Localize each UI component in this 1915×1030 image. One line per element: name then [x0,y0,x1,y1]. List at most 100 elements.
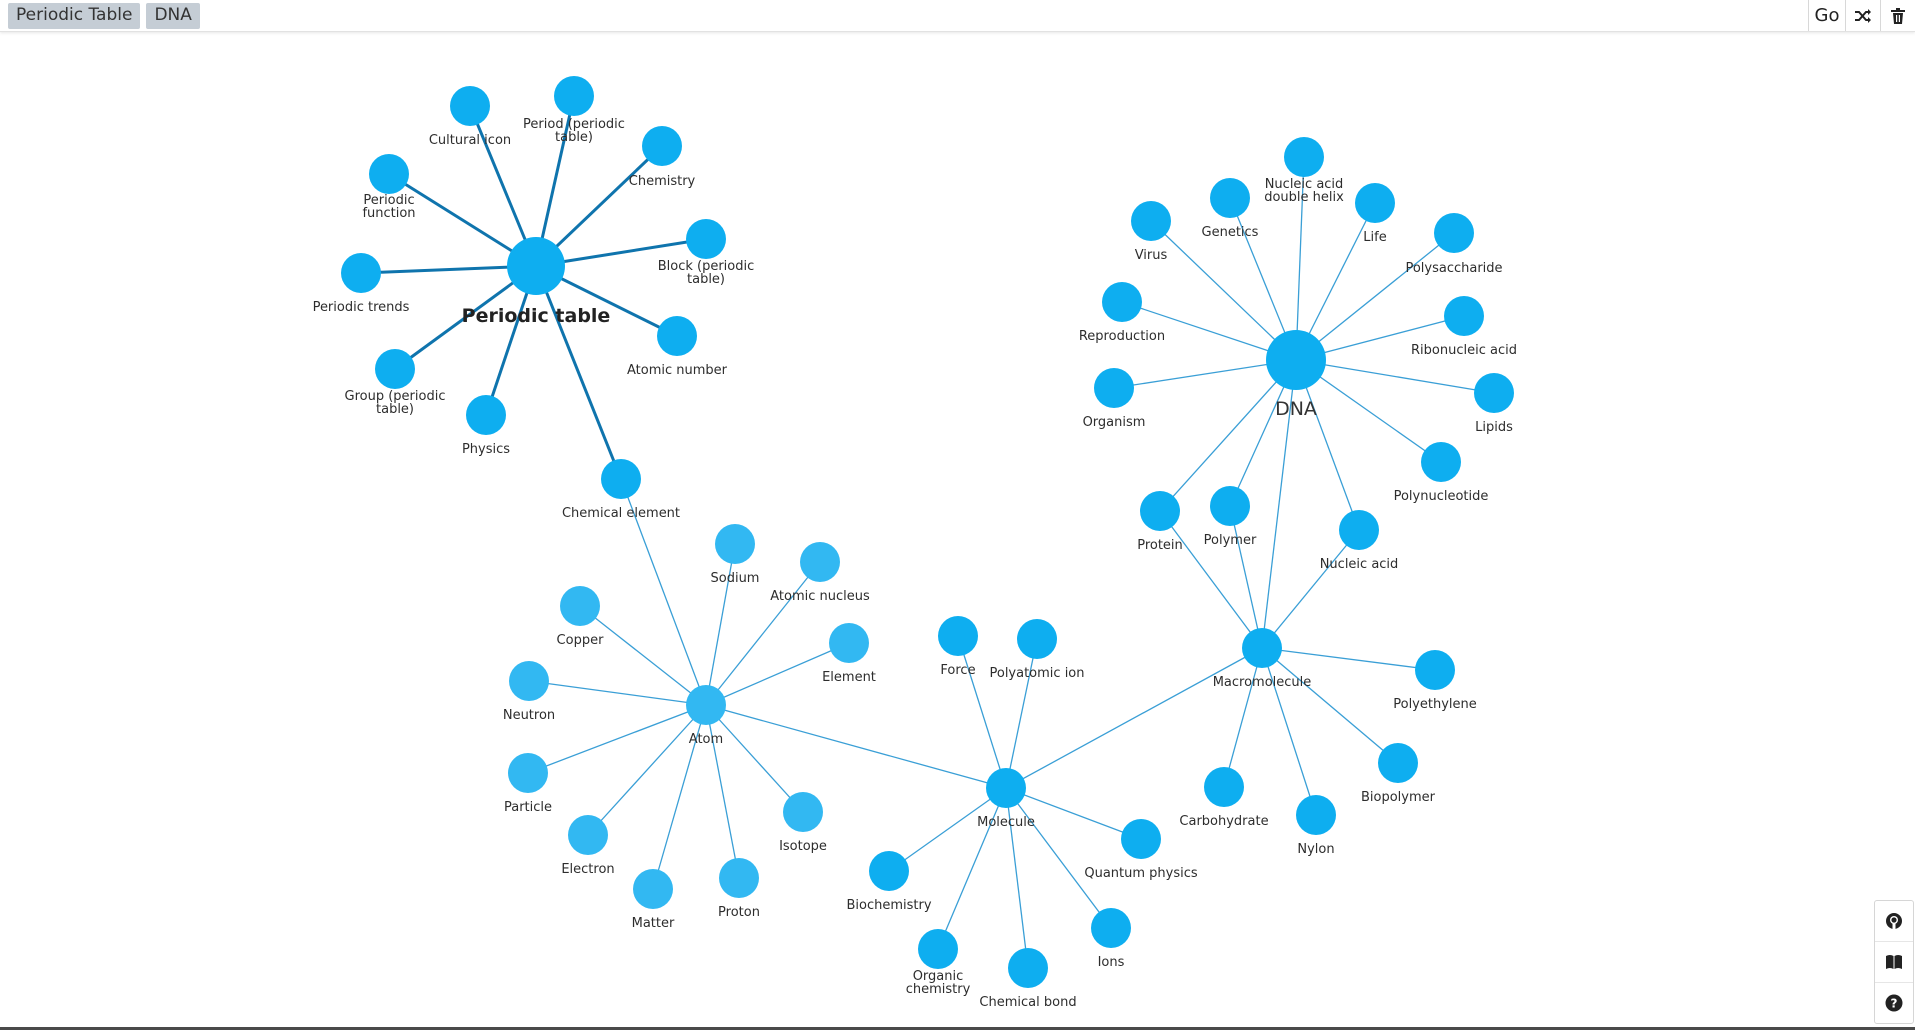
node-circle-polysaccharide[interactable] [1434,213,1474,253]
node-circle-lipids[interactable] [1474,373,1514,413]
node-circle-atom[interactable] [686,685,726,725]
node-circle-genetics[interactable] [1210,178,1250,218]
node-circle-organic-chemistry[interactable] [918,929,958,969]
node-biopolymer[interactable]: Biopolymer [1361,743,1436,805]
node-circle-matter[interactable] [633,869,673,909]
node-circle-period[interactable] [554,76,594,116]
node-circle-atomic-number[interactable] [657,316,697,356]
node-periodic-table[interactable]: Periodic table [462,237,611,327]
node-electron[interactable]: Electron [561,815,615,877]
node-circle-block[interactable] [686,219,726,259]
node-proton[interactable]: Proton [718,858,760,920]
node-genetics[interactable]: Genetics [1202,178,1259,240]
node-protein[interactable]: Protein [1137,491,1183,553]
node-nylon[interactable]: Nylon [1296,795,1336,857]
node-organism[interactable]: Organism [1083,368,1146,430]
node-element[interactable]: Element [822,623,876,685]
node-isotope[interactable]: Isotope [779,792,827,854]
node-circle-dna[interactable] [1266,330,1326,390]
node-circle-chemistry[interactable] [642,126,682,166]
node-circle-biopolymer[interactable] [1378,743,1418,783]
node-circle-periodic-table[interactable] [507,237,565,295]
node-ions[interactable]: Ions [1091,908,1131,970]
node-polyethylene[interactable]: Polyethylene [1393,650,1477,712]
clear-button[interactable] [1880,0,1915,31]
node-circle-cultural-icon[interactable] [450,86,490,126]
node-matter[interactable]: Matter [632,869,675,931]
node-circle-molecule[interactable] [986,768,1026,808]
node-nucleic-acid[interactable]: Nucleic acid [1320,510,1399,572]
node-chemistry[interactable]: Chemistry [629,126,696,189]
node-sodium[interactable]: Sodium [711,524,760,586]
node-circle-nucleic-acid[interactable] [1339,510,1379,550]
node-force[interactable]: Force [938,616,978,678]
node-circle-chemical-element[interactable] [601,459,641,499]
node-lipids[interactable]: Lipids [1474,373,1514,435]
node-circle-ions[interactable] [1091,908,1131,948]
node-atomic-number[interactable]: Atomic number [627,316,728,378]
node-circle-periodic-function[interactable] [369,154,409,194]
node-circle-particle[interactable] [508,753,548,793]
node-ribonucleic-acid[interactable]: Ribonucleic acid [1411,296,1517,358]
node-circle-carbohydrate[interactable] [1204,767,1244,807]
node-atomic-nucleus[interactable]: Atomic nucleus [770,542,870,604]
node-circle-force[interactable] [938,616,978,656]
node-physics[interactable]: Physics [462,395,510,457]
node-circle-polymer[interactable] [1210,486,1250,526]
node-circle-polynucleotide[interactable] [1421,442,1461,482]
node-neutron[interactable]: Neutron [503,661,555,723]
node-chemical-bond[interactable]: Chemical bond [979,948,1077,1010]
node-circle-sodium[interactable] [715,524,755,564]
node-polymer[interactable]: Polymer [1204,486,1257,548]
node-atom[interactable]: Atom [686,685,726,747]
node-circle-atomic-nucleus[interactable] [800,542,840,582]
node-quantum-physics[interactable]: Quantum physics [1084,819,1198,881]
node-circle-group[interactable] [375,349,415,389]
node-circle-periodic-trends[interactable] [341,253,381,293]
tag-periodic-table[interactable]: Periodic Table [8,3,141,29]
node-biochemistry[interactable]: Biochemistry [846,851,932,913]
node-reproduction[interactable]: Reproduction [1079,282,1165,344]
node-macromolecule[interactable]: Macromolecule [1213,628,1312,690]
node-molecule[interactable]: Molecule [977,768,1035,830]
node-circle-polyethylene[interactable] [1415,650,1455,690]
shuffle-button[interactable] [1845,0,1880,31]
node-circle-life[interactable] [1355,183,1395,223]
node-circle-ribonucleic-acid[interactable] [1444,296,1484,336]
node-polysaccharide[interactable]: Polysaccharide [1405,213,1503,276]
node-circle-quantum-physics[interactable] [1121,819,1161,859]
node-carbohydrate[interactable]: Carbohydrate [1179,767,1269,829]
node-cultural-icon[interactable]: Cultural icon [429,86,511,148]
node-circle-nucleic-acid-double-helix[interactable] [1284,137,1324,177]
node-copper[interactable]: Copper [557,586,605,648]
node-circle-nylon[interactable] [1296,795,1336,835]
go-button[interactable]: Go [1808,0,1845,31]
node-life[interactable]: Life [1355,183,1395,245]
node-circle-neutron[interactable] [509,661,549,701]
node-polyatomic-ion[interactable]: Polyatomic ion [989,619,1085,681]
docs-button[interactable] [1875,941,1913,982]
node-circle-physics[interactable] [466,395,506,435]
node-dna[interactable]: DNA [1266,330,1326,420]
node-particle[interactable]: Particle [504,753,552,815]
node-virus[interactable]: Virus [1131,201,1171,263]
node-circle-electron[interactable] [568,815,608,855]
node-circle-organism[interactable] [1094,368,1134,408]
node-circle-protein[interactable] [1140,491,1180,531]
node-circle-copper[interactable] [560,586,600,626]
node-circle-reproduction[interactable] [1102,282,1142,322]
node-circle-proton[interactable] [719,858,759,898]
node-circle-virus[interactable] [1131,201,1171,241]
node-circle-element[interactable] [829,623,869,663]
node-chemical-element[interactable]: Chemical element [562,459,680,521]
node-circle-isotope[interactable] [783,792,823,832]
tag-dna[interactable]: DNA [146,3,200,29]
node-circle-macromolecule[interactable] [1242,628,1282,668]
